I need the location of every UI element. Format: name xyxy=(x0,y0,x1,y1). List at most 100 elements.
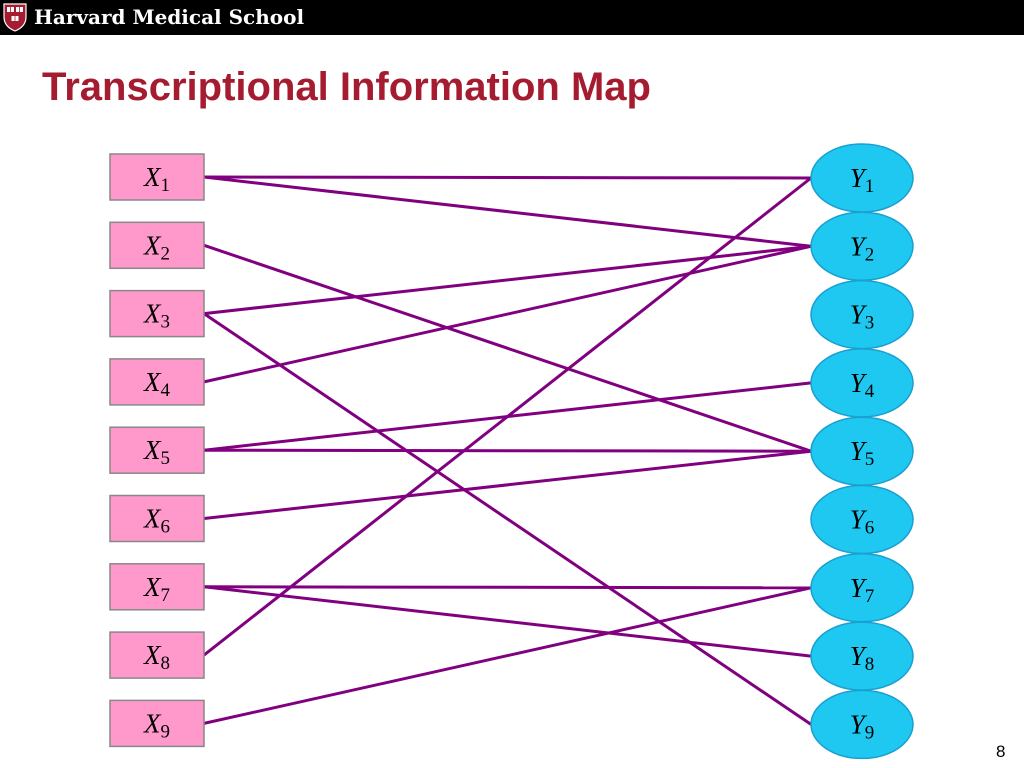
edge-x1-y2 xyxy=(203,175,812,248)
node-x3: X3 xyxy=(109,289,205,338)
node-x1-box xyxy=(109,153,205,201)
node-y4-label: Y4 xyxy=(850,368,875,402)
node-y3-letter: Y xyxy=(850,300,868,330)
node-x4-subscript: 4 xyxy=(161,380,171,401)
node-y8-subscript: 8 xyxy=(865,654,875,675)
node-x1: X1 xyxy=(109,153,205,201)
node-x8-letter: X xyxy=(143,640,162,670)
node-x2-subscript: 2 xyxy=(161,243,171,264)
node-y4: Y4 xyxy=(810,348,914,418)
node-x2: X2 xyxy=(109,221,205,270)
node-x7-label: X7 xyxy=(143,572,170,606)
node-y6-label: Y6 xyxy=(850,505,875,539)
node-x8: X8 xyxy=(109,631,205,679)
institution-name: Harvard Medical School xyxy=(34,5,305,29)
node-x8-label: X8 xyxy=(143,640,170,674)
edge-x5-y5 xyxy=(203,448,812,453)
edge-x9-y7 xyxy=(203,586,812,725)
slide-title: Transcriptional Information Map xyxy=(42,65,651,109)
edges-layer xyxy=(203,175,812,726)
node-y8-label: Y8 xyxy=(850,641,875,675)
node-y6-subscript: 6 xyxy=(865,518,875,539)
node-x8-subscript: 8 xyxy=(161,653,171,674)
node-y5-letter: Y xyxy=(850,436,868,466)
node-y3: Y3 xyxy=(810,279,914,350)
edge-x8-y1 xyxy=(203,176,812,657)
node-y7-subscript: 7 xyxy=(865,586,875,607)
node-x4-letter: X xyxy=(143,367,162,397)
edge-x1-y1 xyxy=(203,175,812,180)
node-y5-label: Y5 xyxy=(850,436,875,470)
edge-x7-y8 xyxy=(203,585,812,658)
edge-x6-y5 xyxy=(203,449,812,520)
node-y5-subscript: 5 xyxy=(865,449,875,470)
node-y8: Y8 xyxy=(810,621,914,691)
node-y7-label: Y7 xyxy=(850,573,875,607)
edge-x7-y7 xyxy=(203,585,812,590)
node-y7: Y7 xyxy=(810,553,914,623)
node-x1-subscript: 1 xyxy=(161,175,171,196)
harvard-shield-icon xyxy=(3,3,27,32)
node-x6-letter: X xyxy=(143,504,162,534)
node-x9-subscript: 9 xyxy=(161,721,171,742)
node-x2-box xyxy=(109,221,205,270)
node-x9-letter: X xyxy=(143,708,162,738)
node-y2-label: Y2 xyxy=(850,231,875,265)
node-x6-box xyxy=(109,494,205,543)
edge-x3-y2 xyxy=(203,244,812,316)
node-y4-subscript: 4 xyxy=(865,381,875,402)
node-x4-label: X4 xyxy=(143,367,171,401)
node-y2: Y2 xyxy=(810,211,914,282)
node-y8-letter: Y xyxy=(850,641,868,671)
node-x7-letter: X xyxy=(143,572,162,602)
node-y9-label: Y9 xyxy=(850,709,875,743)
node-x7: X7 xyxy=(109,563,205,611)
node-x2-label: X2 xyxy=(143,230,170,264)
node-y9-ellipse xyxy=(810,689,914,760)
node-y1: Y1 xyxy=(810,143,914,213)
node-x6-label: X6 xyxy=(143,504,170,538)
edge-x3-y9 xyxy=(203,312,812,726)
node-x1-letter: X xyxy=(143,162,162,192)
node-x4-box xyxy=(109,358,205,406)
node-y3-label: Y3 xyxy=(850,300,875,334)
node-y3-subscript: 3 xyxy=(865,313,875,334)
node-y9: Y9 xyxy=(810,689,914,760)
node-x5-label: X5 xyxy=(143,435,170,469)
node-x5-letter: X xyxy=(143,435,162,465)
node-x9-box xyxy=(109,699,205,748)
edge-x4-y2 xyxy=(203,244,812,384)
header-banner: Harvard Medical School xyxy=(0,0,1024,35)
page-number: 8 xyxy=(996,742,1006,761)
node-y9-letter: Y xyxy=(850,709,868,739)
node-x5-box xyxy=(109,426,205,474)
node-x8-box xyxy=(109,631,205,679)
node-y2-letter: Y xyxy=(850,231,868,261)
node-x9: X9 xyxy=(109,699,205,748)
node-x3-subscript: 3 xyxy=(161,312,171,333)
node-x3-letter: X xyxy=(143,299,162,329)
node-x6: X6 xyxy=(109,494,205,543)
node-x9-label: X9 xyxy=(143,708,170,742)
node-x5-subscript: 5 xyxy=(161,448,171,469)
node-x1-label: X1 xyxy=(143,162,170,196)
node-y7-letter: Y xyxy=(850,573,868,603)
node-y2-subscript: 2 xyxy=(865,244,875,265)
node-x2-letter: X xyxy=(143,230,162,260)
node-y1-label: Y1 xyxy=(850,163,875,197)
node-y6-letter: Y xyxy=(850,505,868,535)
node-x5: X5 xyxy=(109,426,205,474)
node-y1-letter: Y xyxy=(850,163,868,193)
node-x6-subscript: 6 xyxy=(161,517,171,538)
node-y1-subscript: 1 xyxy=(865,176,875,197)
node-x3-box xyxy=(109,289,205,338)
node-y9-subscript: 9 xyxy=(865,722,875,743)
node-x4: X4 xyxy=(109,358,205,406)
node-x7-subscript: 7 xyxy=(161,585,171,606)
node-x3-label: X3 xyxy=(143,299,170,333)
node-y5: Y5 xyxy=(810,416,914,486)
node-y6: Y6 xyxy=(810,484,914,555)
